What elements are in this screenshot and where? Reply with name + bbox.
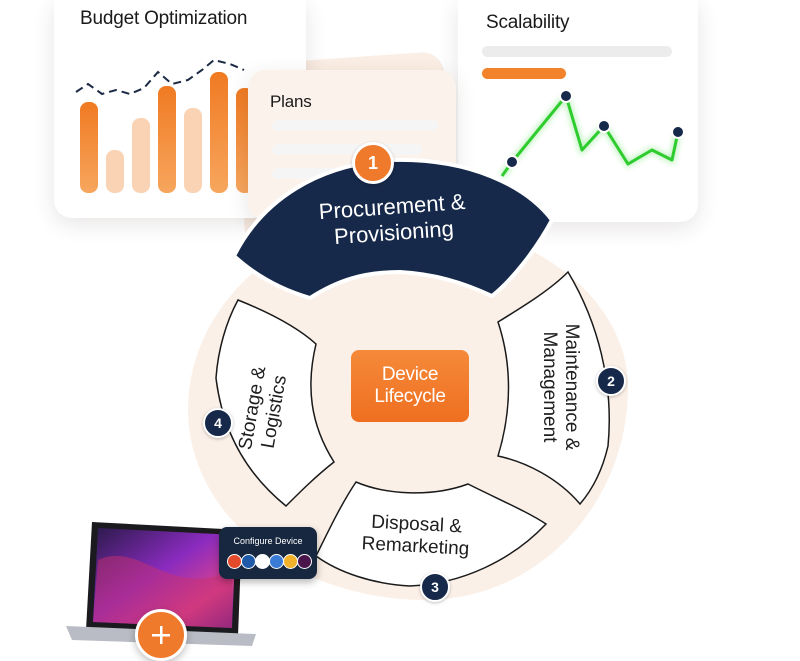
step-badge-4: 4 <box>203 408 233 438</box>
budget-bar-1 <box>80 102 98 193</box>
drive-app-icon <box>283 554 298 569</box>
budget-bar-4 <box>158 86 176 193</box>
plans-card-title: Plans <box>270 92 312 111</box>
scalability-point-2 <box>559 89 573 103</box>
plus-icon <box>152 626 170 644</box>
scalability-point-3 <box>597 119 611 133</box>
scalability-progress-line <box>482 68 566 79</box>
budget-bar-2 <box>106 150 124 193</box>
configure-device-button[interactable]: Configure Device <box>219 527 317 579</box>
step-badge-2: 2 <box>596 366 626 396</box>
scalability-placeholder-line <box>482 46 672 57</box>
teams-app-icon <box>269 554 284 569</box>
step-badge-1: 1 <box>352 142 394 184</box>
segment-storage <box>215 299 335 508</box>
step-badge-3: 3 <box>420 572 450 602</box>
budget-trend-line <box>75 58 245 96</box>
chrome-app-icon <box>255 554 270 569</box>
scalability-line-chart <box>499 89 685 178</box>
center-line1: Device <box>381 364 439 385</box>
scalability-card-title: Scalability <box>486 12 570 33</box>
plans-line-2 <box>272 144 422 155</box>
add-device-button[interactable] <box>135 609 187 661</box>
budget-bar-5 <box>184 108 202 193</box>
center-line2: Lifecycle <box>374 386 446 407</box>
device-lifecycle-center: Device Lifecycle <box>351 350 469 422</box>
office-app-icon <box>227 554 242 569</box>
scalability-point-4 <box>671 125 685 139</box>
plans-line-1 <box>272 120 438 131</box>
budget-bar-chart <box>75 58 254 193</box>
outlook-app-icon <box>241 554 256 569</box>
budget-bar-6 <box>210 72 228 193</box>
scalability-point-1 <box>505 155 519 169</box>
configure-device-label: Configure Device <box>233 536 303 546</box>
budget-card-title: Budget Optimization <box>80 8 248 29</box>
scalability-card: Scalability <box>458 0 698 222</box>
budget-bar-3 <box>132 118 150 193</box>
slack-app-icon <box>297 554 312 569</box>
